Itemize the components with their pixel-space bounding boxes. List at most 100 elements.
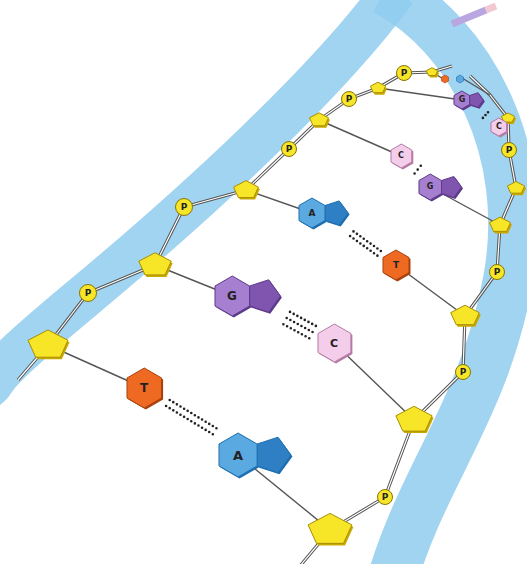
hexagon-ring [318, 324, 351, 362]
text-holder: A [219, 433, 257, 477]
hexagon-ring [391, 144, 412, 168]
hexagon-ring [219, 433, 257, 477]
text-holder: P [176, 199, 192, 215]
backbone-line [18, 66, 452, 380]
phosphate-circle: P [489, 264, 505, 280]
sugar-pentagon [139, 253, 171, 275]
pentagon-ring [257, 437, 291, 473]
base-letter: C [398, 152, 404, 160]
hexagon-ring [299, 198, 325, 228]
base-letter: A [309, 209, 316, 218]
hydrogen-bond [166, 400, 217, 435]
base-shape [418, 173, 466, 204]
hexagon-ring [127, 368, 162, 408]
phosphate-circle: P [455, 364, 471, 380]
text-holder: P [502, 143, 516, 157]
base-shape [453, 90, 487, 113]
base-ring: T [126, 367, 166, 412]
hydrogen-bond [415, 166, 423, 175]
base-ring: A [298, 197, 352, 232]
phosphate-circle: P [501, 142, 517, 158]
base-letter: T [140, 382, 148, 394]
base-ring: A [218, 432, 295, 481]
hexagon-ring [383, 250, 409, 280]
text-holder: P [378, 490, 392, 504]
text-holder: G [215, 276, 250, 316]
helix-ribbon [385, 0, 513, 564]
pentagon-ring [325, 201, 348, 225]
sugar-pentagon [308, 513, 352, 543]
phosphate-label: P [401, 69, 408, 78]
backbone-line [18, 66, 452, 380]
pentagon-ring [441, 177, 461, 198]
text-holder: A [299, 198, 325, 228]
pencil-tip [486, 6, 496, 10]
text-holder: T [383, 250, 409, 280]
hydrogen-bond [283, 312, 317, 339]
base-ring: G [453, 90, 487, 113]
base-ring: C [317, 323, 355, 366]
base-stem [319, 120, 401, 156]
sugar-pentagon [490, 217, 511, 231]
pentagon-ring [470, 93, 484, 108]
phosphate-label: P [506, 146, 513, 155]
base-letter: T [393, 261, 399, 270]
sugar-pentagon [28, 330, 68, 357]
text-holder: P [456, 365, 470, 379]
phosphate-label: P [382, 493, 389, 502]
text-holder: C [391, 144, 412, 168]
base-letter: A [233, 449, 243, 462]
base-ring: C [390, 143, 416, 172]
phosphate-circle: P [281, 141, 297, 157]
sugar-pentagon [451, 305, 480, 325]
text-holder: T [127, 368, 162, 408]
hydrogen-bond [350, 231, 381, 256]
text-holder: P [397, 66, 411, 80]
base-symbol [457, 75, 464, 83]
base-letter: G [227, 290, 237, 302]
text-holder: C [491, 118, 507, 136]
base-ring: C [490, 117, 511, 140]
hydrogen-bond [483, 112, 491, 120]
phosphate-label: P [286, 145, 293, 154]
base-ring: G [418, 173, 466, 204]
text-holder: G [454, 91, 470, 109]
base-ring: T [382, 249, 413, 284]
base-symbol [442, 75, 449, 83]
pencil-body [452, 10, 486, 24]
sugar-pentagon [310, 113, 329, 126]
sugar-pentagon [234, 181, 259, 198]
phosphate-circle: P [341, 91, 357, 107]
text-holder: P [80, 285, 96, 301]
hexagon-ring [419, 174, 441, 200]
backbone-line [300, 76, 516, 564]
sugar-pentagon [370, 82, 385, 93]
text-holder: G [419, 174, 442, 200]
phosphate-label: P [346, 95, 353, 104]
phosphate-circle: P [396, 65, 412, 81]
text-holder: P [282, 142, 296, 156]
base-letter: C [496, 123, 502, 131]
backbone-line [300, 76, 516, 564]
hexagon-ring [454, 91, 470, 109]
base-ring: G [214, 275, 284, 320]
text-holder: C [318, 324, 351, 362]
text-holder: P [342, 92, 356, 106]
pentagon-ring [249, 280, 280, 312]
base-letter: C [330, 338, 338, 349]
phosphate-circle: P [175, 198, 193, 216]
phosphate-label: P [181, 203, 188, 212]
sugar-pentagon [396, 406, 432, 431]
sugar-pentagon [507, 182, 524, 194]
hexagon-ring [215, 276, 250, 316]
base-letter: G [459, 96, 466, 104]
base-shape [218, 432, 295, 481]
base-letter: G [427, 183, 434, 191]
phosphate-circle: P [79, 284, 97, 302]
base-shape [298, 197, 352, 232]
phosphate-label: P [460, 368, 467, 377]
base-stem [378, 88, 462, 100]
sugar-pentagon [426, 68, 437, 76]
phosphate-label: P [494, 268, 501, 277]
